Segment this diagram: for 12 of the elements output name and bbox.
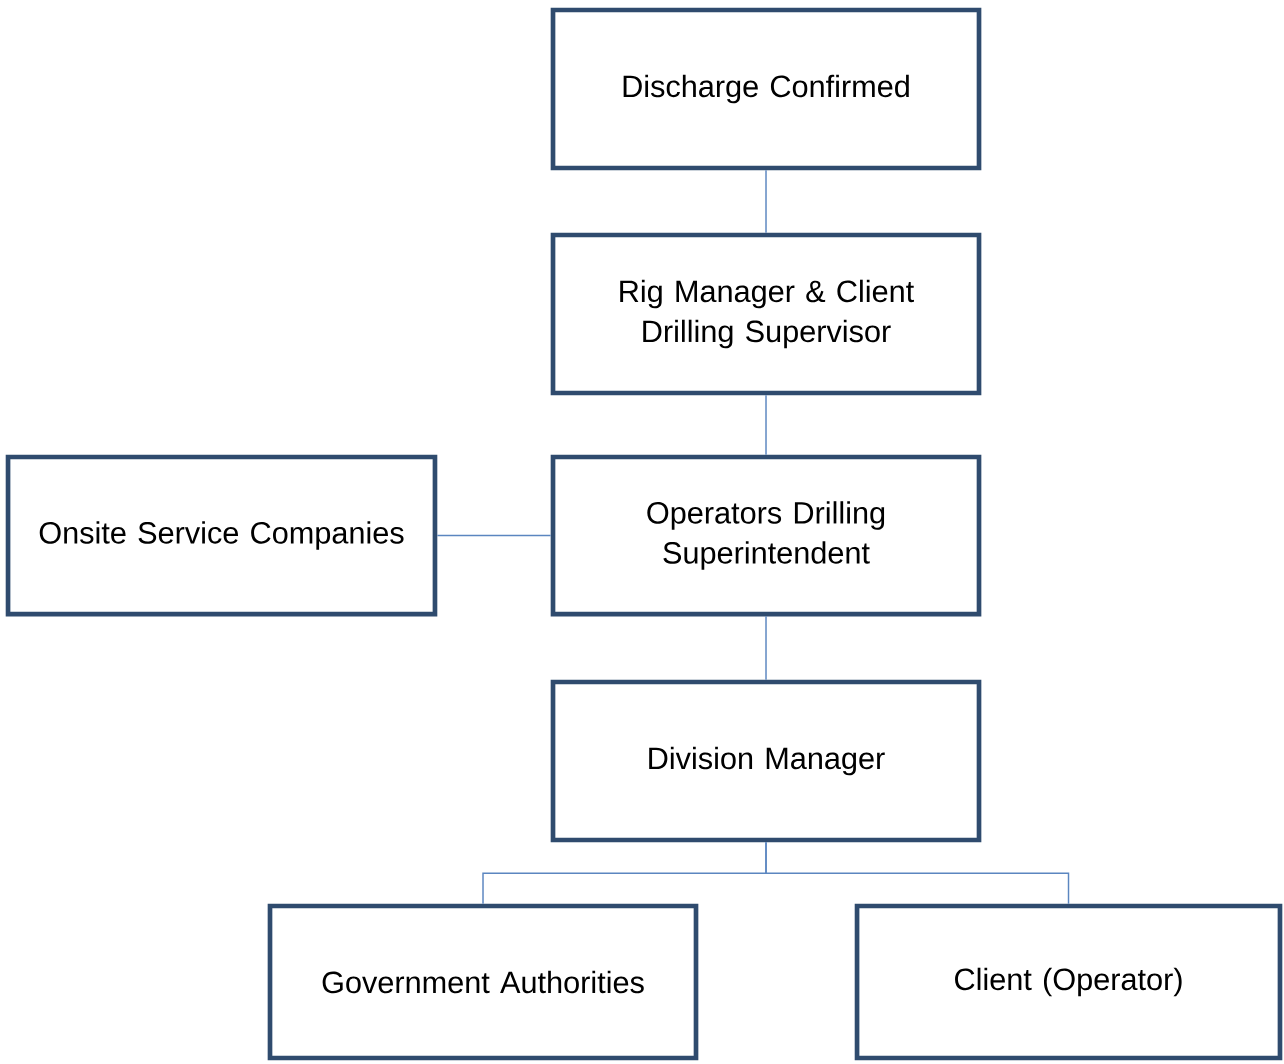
connector-line <box>765 841 1070 905</box>
connector-line <box>765 615 767 681</box>
org-box: Client (Operator) <box>854 903 1283 1061</box>
connector-line <box>765 394 767 456</box>
connector-line <box>765 169 767 234</box>
org-box: Government Authorities <box>267 903 699 1061</box>
org-box: Operators Drilling Superintendent <box>550 454 982 617</box>
org-box: Rig Manager & Client Drilling Supervisor <box>550 232 982 396</box>
org-box: Onsite Service Companies <box>5 454 438 617</box>
org-box: Division Manager <box>550 679 982 843</box>
org-box: Discharge Confirmed <box>550 7 982 171</box>
connector-line <box>436 534 552 537</box>
